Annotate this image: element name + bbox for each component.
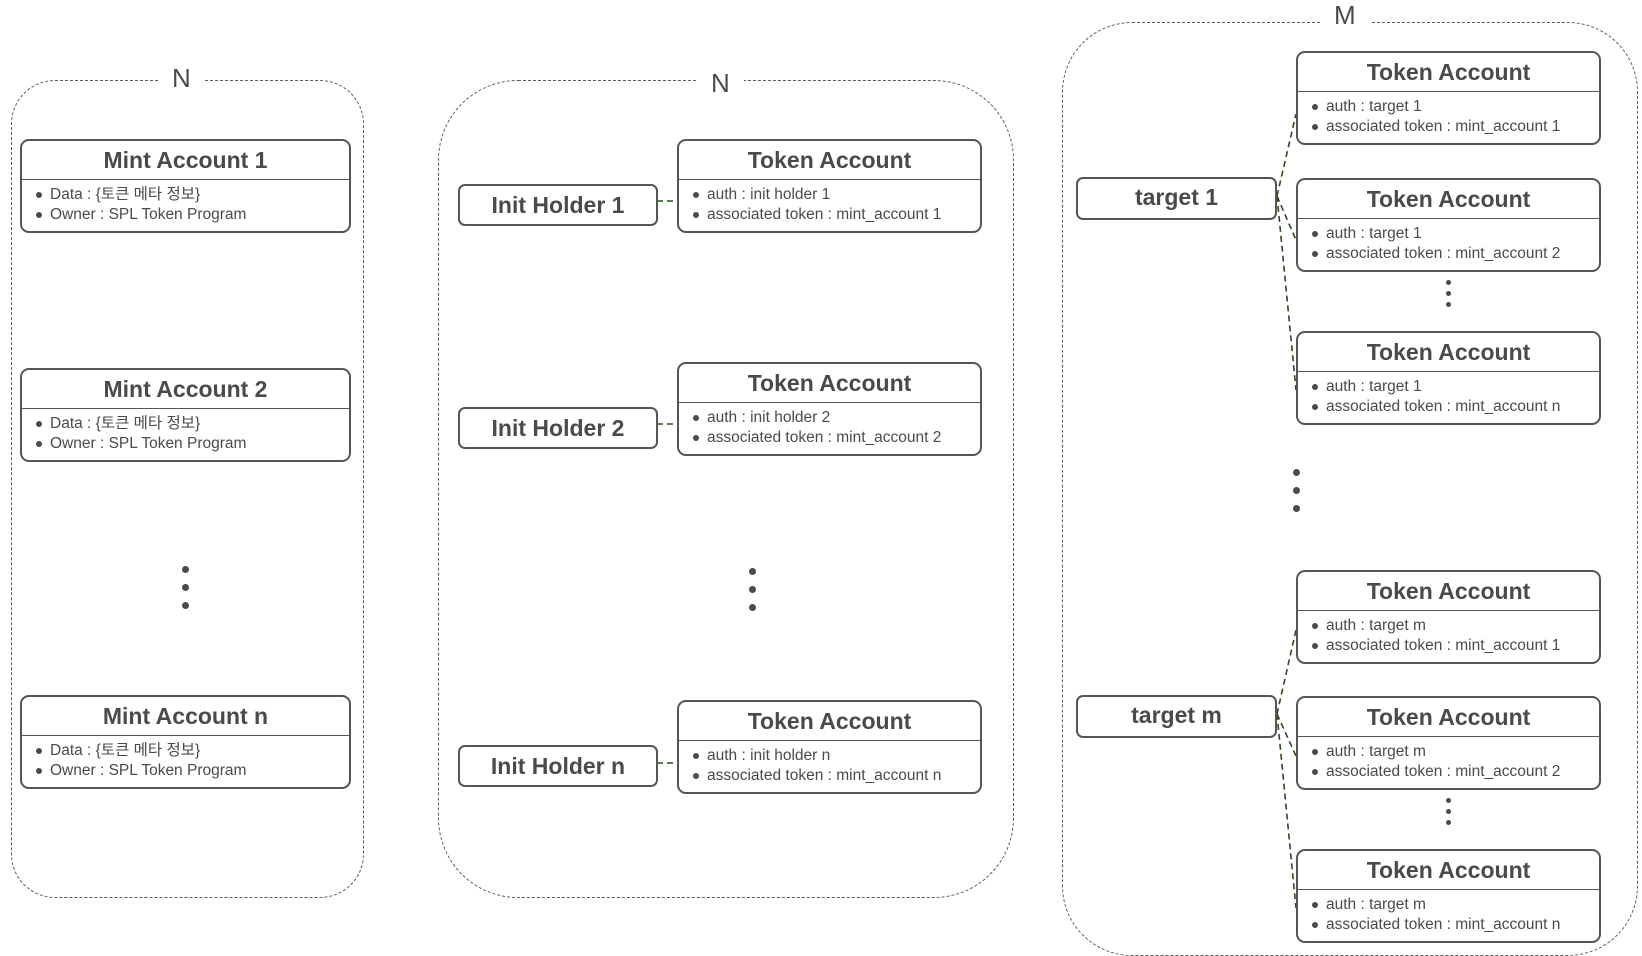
token-account-title: Token Account xyxy=(1298,333,1599,372)
target-1-token-account-card-2: Token Account auth : target 1 associated… xyxy=(1296,178,1601,272)
token-account-assoc: associated token : mint_account 1 xyxy=(1312,117,1599,137)
init-holder-node-n: Init Holder n xyxy=(458,745,658,787)
connector-target-1-b xyxy=(1276,195,1297,241)
connector-target-1-c xyxy=(1276,195,1297,391)
mint-account-owner: Owner : SPL Token Program xyxy=(36,434,349,454)
target-ellipsis xyxy=(1293,469,1301,523)
token-account-auth: auth : target 1 xyxy=(1312,377,1599,397)
init-holder-node-1: Init Holder 1 xyxy=(458,184,658,226)
mint-account-card-1: Mint Account 1 Data : {토큰 메타 정보} Owner :… xyxy=(20,139,351,233)
token-account-auth: auth : init holder n xyxy=(693,746,980,766)
connector-target-m-a xyxy=(1276,629,1297,715)
mint-account-card-2: Mint Account 2 Data : {토큰 메타 정보} Owner :… xyxy=(20,368,351,462)
mint-account-owner: Owner : SPL Token Program xyxy=(36,761,349,781)
token-account-auth: auth : target 1 xyxy=(1312,224,1599,244)
holder-group-label: N xyxy=(697,69,744,97)
token-account-title: Token Account xyxy=(1298,180,1599,219)
token-account-auth: auth : target m xyxy=(1312,616,1599,636)
target-m-token-account-card-1: Token Account auth : target m associated… xyxy=(1296,570,1601,664)
target-m-ellipsis xyxy=(1446,798,1454,831)
target-node-1: target 1 xyxy=(1076,177,1277,220)
token-account-assoc: associated token : mint_account n xyxy=(693,766,980,786)
token-account-title: Token Account xyxy=(1298,851,1599,890)
token-account-assoc: associated token : mint_account n xyxy=(1312,397,1599,417)
token-account-title: Token Account xyxy=(679,141,980,180)
token-account-auth: auth : target 1 xyxy=(1312,97,1599,117)
holder-token-account-card-n: Token Account auth : init holder n assoc… xyxy=(677,700,982,794)
init-holder-node-2: Init Holder 2 xyxy=(458,407,658,449)
token-account-auth: auth : init holder 2 xyxy=(693,408,980,428)
token-account-assoc: associated token : mint_account 1 xyxy=(1312,636,1599,656)
token-account-assoc: associated token : mint_account 1 xyxy=(693,205,980,225)
token-account-auth: auth : target m xyxy=(1312,895,1599,915)
holder-ellipsis xyxy=(749,568,757,622)
token-account-title: Token Account xyxy=(1298,53,1599,92)
mint-account-title: Mint Account 2 xyxy=(22,370,349,409)
mint-ellipsis xyxy=(182,566,190,620)
token-account-assoc: associated token : mint_account 2 xyxy=(1312,762,1599,782)
token-account-title: Token Account xyxy=(679,702,980,741)
target-group-label: M xyxy=(1320,1,1370,29)
holder-token-account-card-2: Token Account auth : init holder 2 assoc… xyxy=(677,362,982,456)
target-1-token-account-card-n: Token Account auth : target 1 associated… xyxy=(1296,331,1601,425)
token-account-assoc: associated token : mint_account 2 xyxy=(693,428,980,448)
mint-group-label: N xyxy=(158,64,205,92)
target-m-token-account-card-2: Token Account auth : target m associated… xyxy=(1296,696,1601,790)
target-node-m: target m xyxy=(1076,695,1277,738)
mint-account-card-n: Mint Account n Data : {토큰 메타 정보} Owner :… xyxy=(20,695,351,789)
target-group xyxy=(1062,22,1638,956)
connector-target-1-a xyxy=(1276,113,1297,197)
mint-account-data: Data : {토큰 메타 정보} xyxy=(36,414,349,434)
holder-token-account-card-1: Token Account auth : init holder 1 assoc… xyxy=(677,139,982,233)
mint-account-owner: Owner : SPL Token Program xyxy=(36,205,349,225)
token-account-auth: auth : target m xyxy=(1312,742,1599,762)
token-account-assoc: associated token : mint_account 2 xyxy=(1312,244,1599,264)
mint-account-title: Mint Account 1 xyxy=(22,141,349,180)
token-account-auth: auth : init holder 1 xyxy=(693,185,980,205)
target-1-ellipsis xyxy=(1446,280,1454,313)
target-1-token-account-card-1: Token Account auth : target 1 associated… xyxy=(1296,51,1601,145)
connector-target-m-b xyxy=(1276,713,1297,757)
target-m-token-account-card-n: Token Account auth : target m associated… xyxy=(1296,849,1601,943)
token-account-title: Token Account xyxy=(1298,572,1599,611)
mint-account-title: Mint Account n xyxy=(22,697,349,736)
token-account-assoc: associated token : mint_account n xyxy=(1312,915,1599,935)
token-account-title: Token Account xyxy=(679,364,980,403)
mint-account-data: Data : {토큰 메타 정보} xyxy=(36,741,349,761)
mint-account-data: Data : {토큰 메타 정보} xyxy=(36,185,349,205)
connector-target-m-c xyxy=(1276,713,1297,909)
token-account-title: Token Account xyxy=(1298,698,1599,737)
